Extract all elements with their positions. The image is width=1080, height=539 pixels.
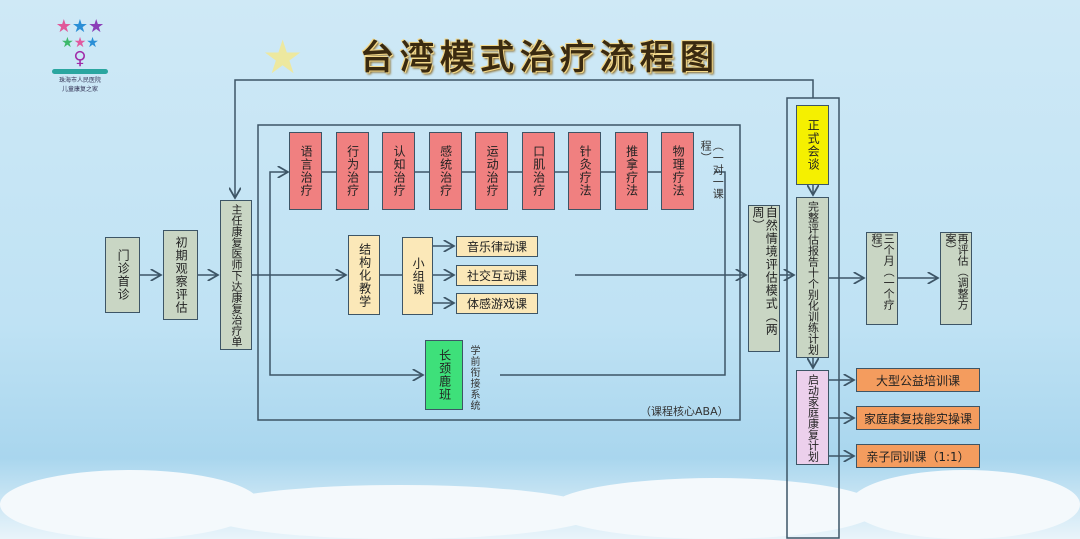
figure-icon: ♀	[73, 48, 87, 69]
family-plan-box: 启动家庭康复计划	[796, 370, 829, 465]
cloud	[850, 470, 1080, 539]
natural-evaluation-box: 自然情境评估模式（两周）	[748, 205, 780, 352]
cloud	[550, 478, 880, 539]
logo-text: 儿童康复之家	[61, 86, 98, 93]
therapy-box: 口肌治疗	[521, 132, 555, 210]
therapy-box: 运动治疗	[475, 132, 508, 210]
therapy-box: 语言治疗	[289, 132, 322, 210]
therapy-box: 认知治疗	[382, 132, 415, 210]
therapy-box: 感统治疗	[428, 132, 462, 210]
one-on-one-label: （一对一课程）	[699, 140, 725, 200]
therapy-box: 针灸疗法	[568, 132, 601, 210]
clinic-first-visit-box: 门诊首诊	[105, 237, 140, 313]
family-course-parent-child: 亲子同训课（1:1）	[856, 444, 980, 468]
three-months-box: 三个月（一个疗程）	[866, 232, 898, 325]
therapy-box: 推拿疗法	[614, 132, 648, 210]
cloud	[200, 485, 600, 539]
therapy-box: 行为治疗	[335, 132, 369, 210]
structured-teaching-box: 结构化教学	[348, 235, 380, 315]
therapy-box: 物理疗法	[661, 132, 694, 210]
director-prescription-box: 主任康复医师下达康复治疗单	[220, 200, 252, 350]
family-course-public: 大型公益培训课	[856, 368, 980, 392]
logo-text: 珠海市人民医院	[58, 77, 101, 84]
group-course-social: 社交互动课	[456, 265, 538, 286]
star-icon: ★★★	[55, 16, 105, 37]
formal-meeting-box: 正式会谈	[796, 105, 829, 185]
aba-core-label: （课程核心ABA）	[640, 405, 729, 418]
family-course-skills: 家庭康复技能实操课	[856, 406, 980, 430]
initial-evaluation-box: 初期观察评估	[163, 230, 198, 320]
group-course-somatosensory: 体感游戏课	[456, 293, 538, 314]
logo: ★★★ ★★★ ♀ 珠海市人民医院 儿童康复之家	[40, 18, 120, 98]
giraffe-class-box: 长颈鹿班	[425, 340, 463, 410]
group-course-music: 音乐律动课	[456, 236, 538, 257]
group-class-box: 小组课	[402, 237, 433, 315]
star-icon: ★★★	[61, 35, 99, 51]
evaluation-report-box: 完整评估报告十个别化训练计划	[796, 197, 829, 358]
star-decoration-icon: ★	[262, 30, 304, 84]
reevaluation-box: 再评估（调整方案）	[940, 232, 972, 325]
page-title: 台湾模式治疗流程图	[360, 38, 720, 78]
preschool-system-label: 学前衔接系统	[468, 345, 479, 411]
